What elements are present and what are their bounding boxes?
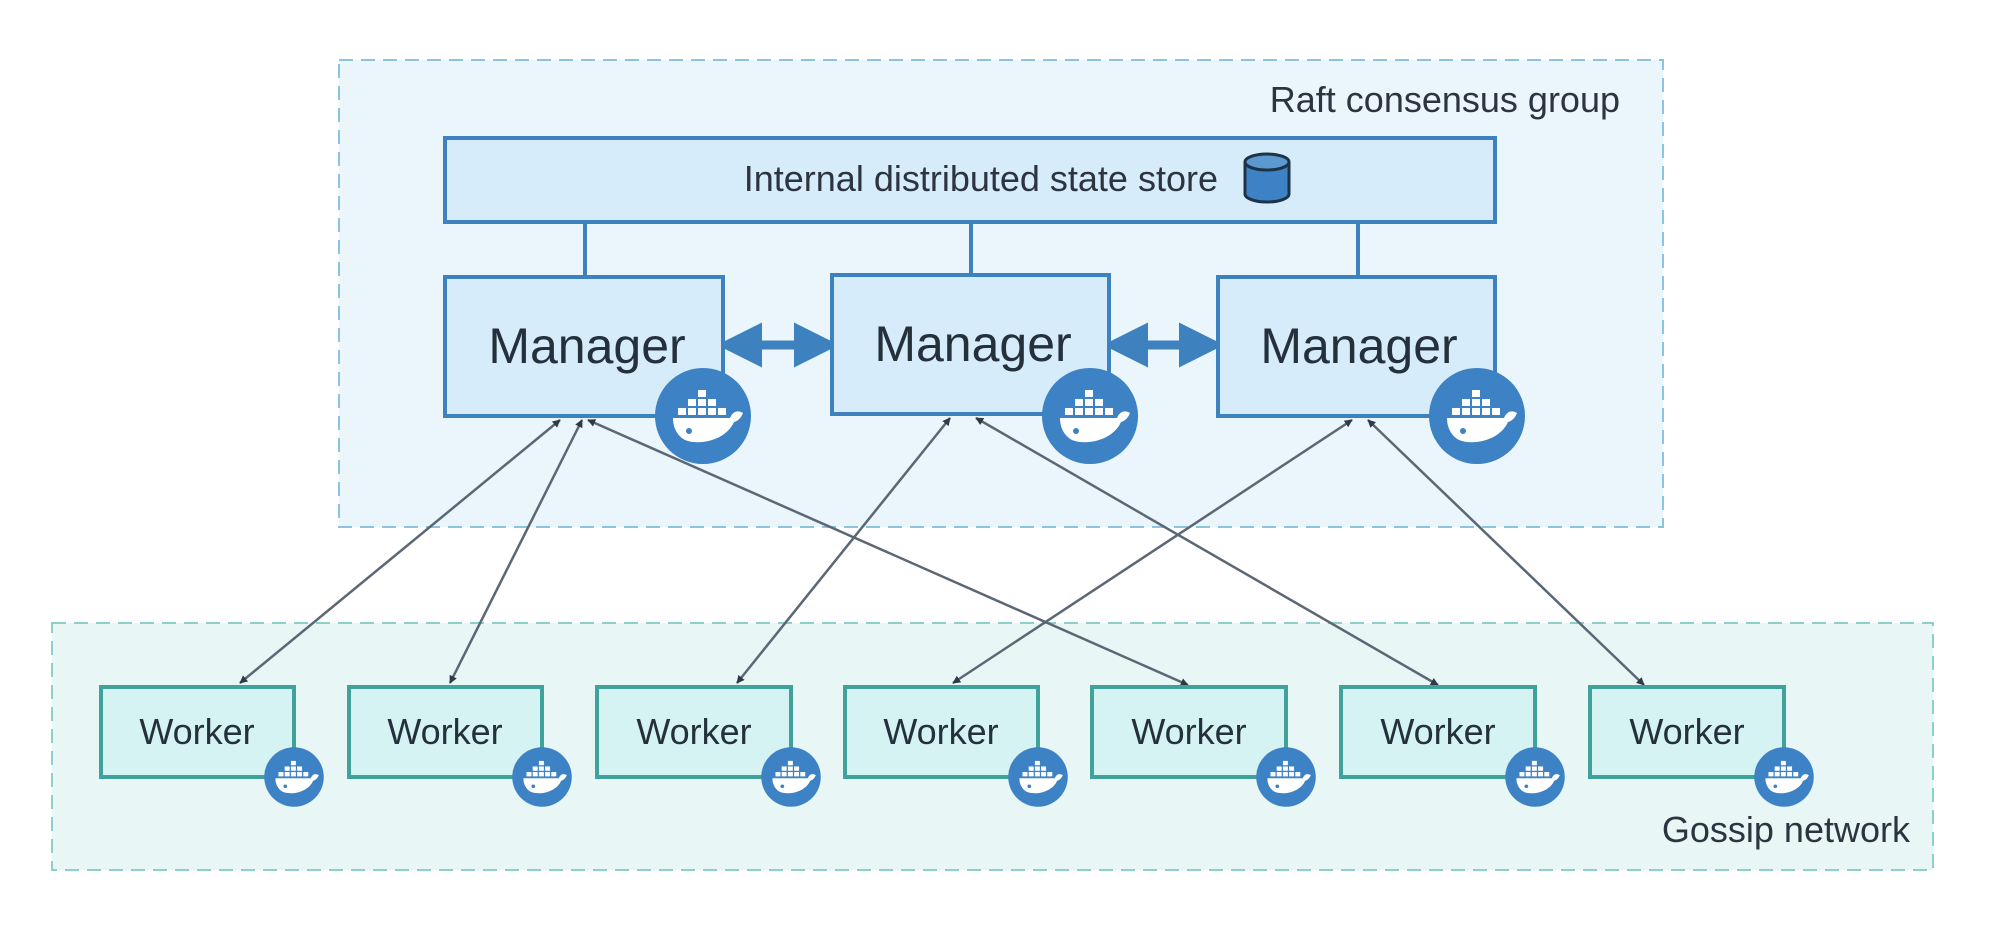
manager-label: Manager: [488, 318, 685, 374]
docker-whale-icon: [1008, 747, 1068, 807]
docker-whale-icon: [1256, 747, 1316, 807]
worker-label: Worker: [139, 711, 254, 752]
docker-whale-icon: [1505, 747, 1565, 807]
worker-node: Worker: [843, 685, 1068, 807]
worker-node: Worker: [99, 685, 324, 807]
docker-whale-icon: [264, 747, 324, 807]
manager-label: Manager: [1260, 318, 1457, 374]
manager-node: Manager: [830, 273, 1138, 464]
docker-whale-icon: [1042, 368, 1138, 464]
worker-label: Worker: [387, 711, 502, 752]
worker-node: Worker: [1339, 685, 1565, 807]
connector-arrow: [448, 419, 584, 684]
manager-label: Manager: [874, 316, 1071, 372]
docker-whale-icon: [655, 368, 751, 464]
worker-node: Worker: [595, 685, 821, 807]
worker-node: Worker: [1588, 685, 1814, 807]
worker-label: Worker: [1131, 711, 1246, 752]
raft-consensus-label: Raft consensus group: [1270, 79, 1620, 120]
worker-label: Worker: [636, 711, 751, 752]
connector-arrow: [952, 418, 1353, 685]
docker-whale-icon: [1754, 747, 1814, 807]
docker-whale-icon: [1429, 368, 1525, 464]
docker-whale-icon: [761, 747, 821, 807]
connector-arrow: [736, 417, 951, 684]
docker-whale-icon: [512, 747, 572, 807]
manager-worker-connections: [239, 416, 1645, 687]
gossip-network-label: Gossip network: [1662, 809, 1911, 850]
state-store-label: Internal distributed state store: [744, 158, 1218, 199]
worker-node: Worker: [1090, 685, 1316, 807]
worker-node: Worker: [347, 685, 572, 807]
worker-label: Worker: [1380, 711, 1495, 752]
worker-label: Worker: [883, 711, 998, 752]
manager-node: Manager: [1216, 275, 1525, 464]
state-store-box: [443, 136, 1497, 224]
worker-label: Worker: [1629, 711, 1744, 752]
manager-node: Manager: [443, 275, 751, 464]
database-icon: [1243, 152, 1291, 204]
connector-arrow: [1367, 419, 1645, 686]
